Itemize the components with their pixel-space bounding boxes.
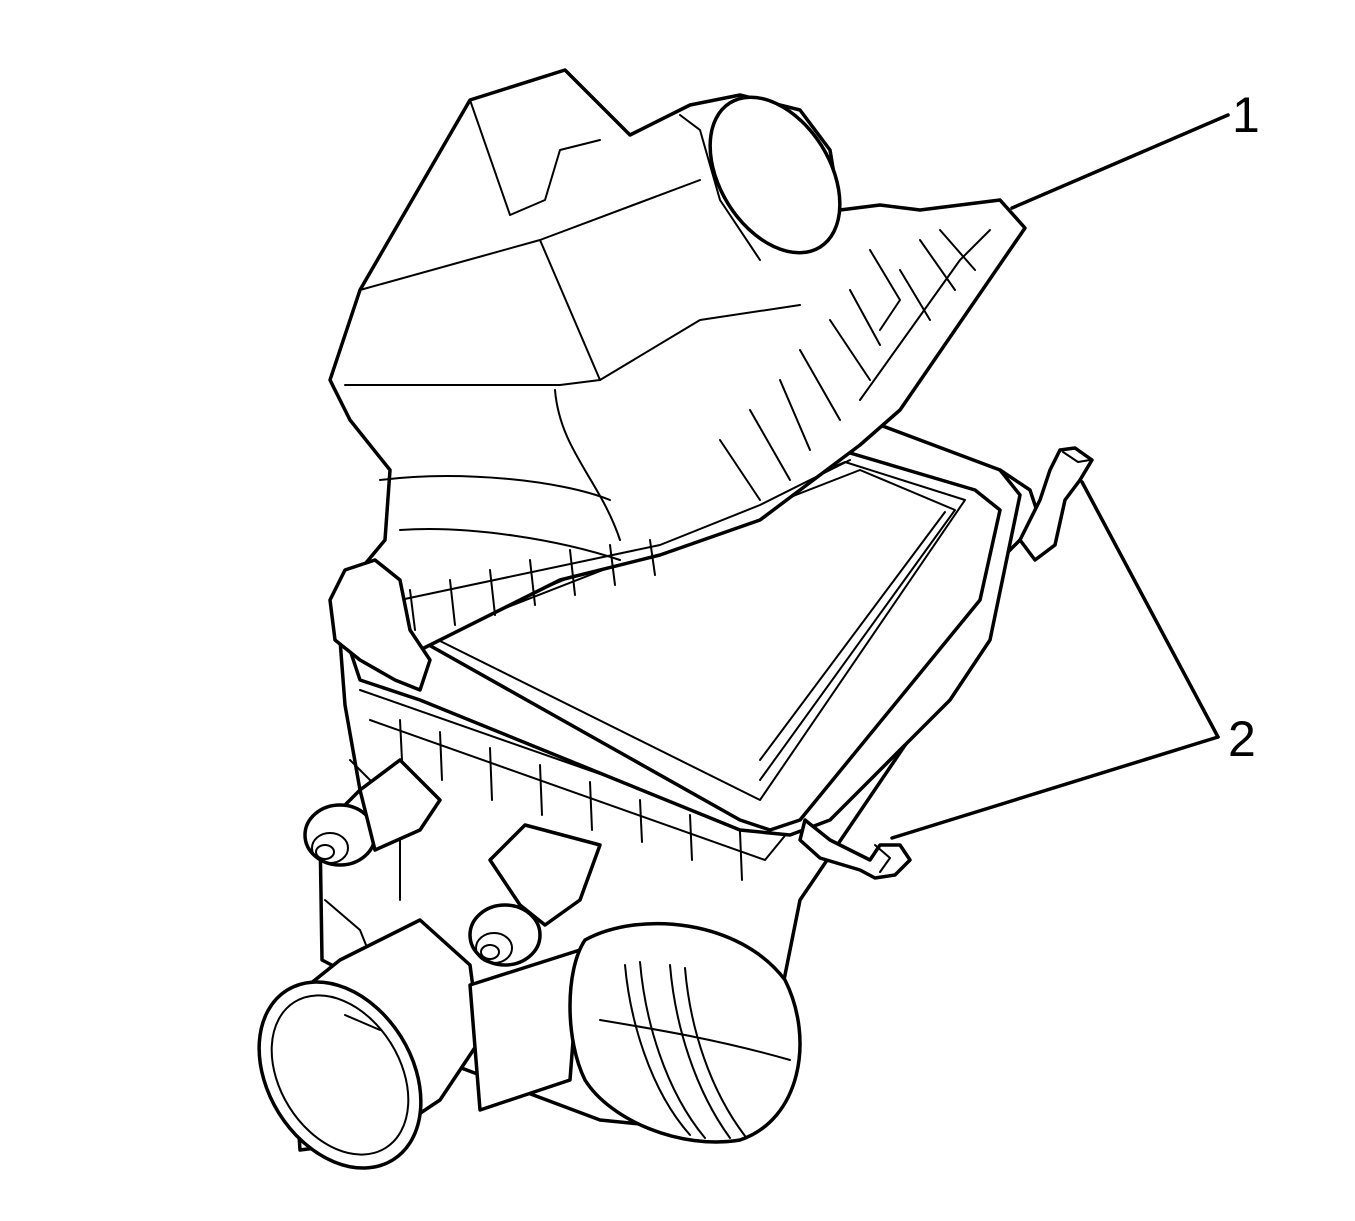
leader-line-2b xyxy=(890,735,1220,840)
resonator xyxy=(468,921,802,1144)
leader-line-2a xyxy=(1080,480,1220,739)
callout-1: 1 xyxy=(1232,87,1260,143)
mounting-grommet-right xyxy=(468,823,602,967)
mounting-grommet-left xyxy=(303,758,442,867)
retaining-clip-lower xyxy=(798,818,912,880)
leader-lines xyxy=(890,113,1230,840)
outlet-duct xyxy=(257,918,482,1170)
callout-2: 2 xyxy=(1228,711,1256,767)
retaining-clip-upper xyxy=(1018,446,1094,562)
leader-line-1 xyxy=(1010,113,1230,210)
air-filter-element xyxy=(348,418,1022,837)
upper-cover xyxy=(328,68,1027,692)
